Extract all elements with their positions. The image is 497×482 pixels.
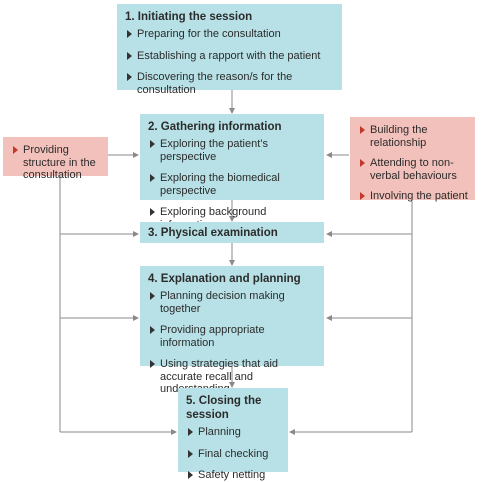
list-item: Building the relationship [358, 124, 469, 149]
list-item: Final checking [186, 448, 282, 461]
list-item: Providing appropriate information [148, 324, 318, 349]
list-item: Planning [186, 426, 282, 439]
box-title: 4. Explanation and planning [148, 273, 301, 285]
bullet-icon [360, 126, 365, 134]
bullet-icon [188, 428, 193, 436]
list-item: Exploring the patient’s perspective [148, 138, 318, 163]
box-title: 3. Physical examination [148, 227, 278, 239]
box-gathering-information: 2. Gathering information Exploring the p… [140, 114, 324, 231]
bullet-icon [188, 449, 193, 458]
list-item: Exploring the biomedical perspective [148, 172, 318, 197]
bullet-icon [150, 292, 155, 300]
box-providing-structure: Providing structure in the consultation [3, 137, 108, 181]
box-title: 2. Gathering information [148, 121, 282, 133]
list-item: Providing structure in the consultation [11, 144, 102, 182]
bullet-icon [360, 159, 365, 167]
bullet-icon [127, 51, 132, 60]
list-item: Planning decision making together [148, 290, 318, 315]
box-building-relationship: Building the relationship Attending to n… [350, 117, 475, 203]
bullet-icon [150, 208, 155, 216]
bullet-icon [360, 192, 365, 200]
bullet-icon [127, 30, 132, 38]
box-explanation-planning: 4. Explanation and planning Planning dec… [140, 266, 324, 395]
box-title: 5. Closing the session [186, 395, 262, 421]
list-item: Attending to non-verbal behaviours [358, 157, 469, 182]
bullet-icon [150, 360, 155, 368]
list-item: Involving the patient [358, 190, 469, 203]
list-item: Preparing for the consultation [125, 28, 336, 41]
bullet-icon [127, 73, 132, 81]
bullet-icon [150, 174, 155, 182]
box-closing-session: 5. Closing the session Planning Final ch… [178, 388, 288, 481]
bullet-icon [188, 471, 193, 479]
list-item: Safety netting [186, 469, 282, 482]
bullet-icon [150, 326, 155, 334]
bullet-icon [13, 146, 18, 154]
list-item: Discovering the reason/s for the consult… [125, 71, 336, 96]
box-physical-examination: 3. Physical examination [140, 222, 324, 243]
bullet-icon [150, 140, 155, 148]
box-title: 1. Initiating the session [125, 11, 253, 23]
box-initiating-session: 1. Initiating the session Preparing for … [117, 4, 342, 96]
list-item: Establishing a rapport with the patient [125, 50, 336, 63]
